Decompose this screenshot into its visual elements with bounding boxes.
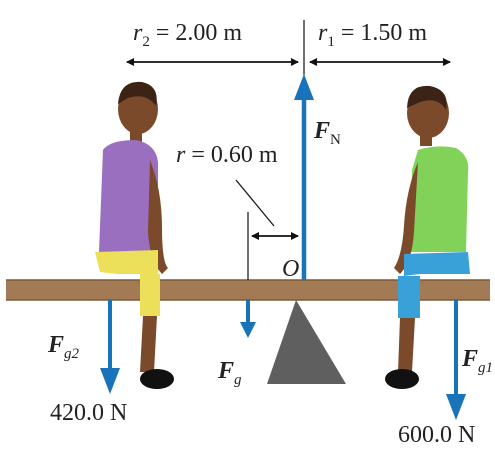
boy-left xyxy=(95,81,174,389)
boy-right-shorts xyxy=(404,252,470,276)
r2-label: r2 = 2.00 m xyxy=(133,20,242,50)
boy-left-shorts xyxy=(95,250,158,274)
fn-label: FN xyxy=(313,118,341,148)
boy-right-arm xyxy=(394,162,418,274)
r1-label: r1 = 1.50 m xyxy=(318,20,427,50)
boy-right-hair xyxy=(407,85,447,110)
boy-right-shirt xyxy=(410,146,469,252)
r-leader-line xyxy=(235,179,275,227)
fg1-arrow-head xyxy=(446,394,466,420)
boy-left-shorts-leg xyxy=(140,274,160,316)
seesaw-plank xyxy=(6,280,490,300)
fn-arrow-head xyxy=(294,74,314,100)
boy-left-arm xyxy=(148,160,168,274)
fg2-label: Fg2 xyxy=(47,332,80,362)
boy-right-shorts-leg xyxy=(398,276,420,318)
boy-left-shirt xyxy=(99,140,158,252)
r-label: r = 0.60 m xyxy=(176,142,278,168)
fulcrum xyxy=(267,300,346,384)
weight-left-label: 420.0 N xyxy=(50,400,127,426)
fg1-label: Fg1 xyxy=(461,346,493,376)
boy-left-shoe xyxy=(140,369,174,389)
pivot-label: O xyxy=(282,256,299,282)
boy-right-neck xyxy=(420,132,432,146)
boy-right-shoe xyxy=(385,369,419,389)
boy-left-hair xyxy=(118,81,157,106)
boy-left-neck xyxy=(130,128,142,142)
boy-left-shin xyxy=(140,316,157,372)
fg-label: Fg xyxy=(217,358,242,388)
fg2-arrow-head xyxy=(100,368,120,394)
weight-right-label: 600.0 N xyxy=(398,422,475,448)
fg-arrow-head xyxy=(240,322,256,338)
boy-right-shin xyxy=(398,318,415,372)
boy-right xyxy=(385,85,470,389)
